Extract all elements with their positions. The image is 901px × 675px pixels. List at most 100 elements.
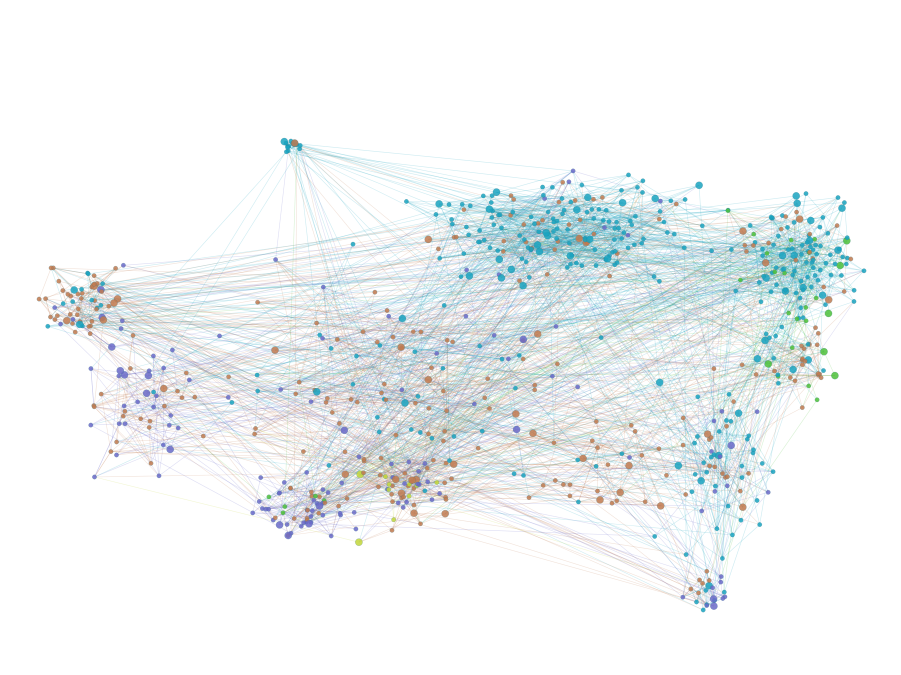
node (651, 274, 657, 279)
edge (528, 485, 544, 498)
edge (288, 146, 396, 480)
edge (323, 286, 520, 356)
edge (290, 140, 433, 439)
edge (403, 294, 823, 498)
node (453, 234, 459, 240)
edge (563, 344, 818, 485)
node (273, 257, 279, 263)
edge (493, 201, 559, 225)
edge (694, 443, 702, 481)
edge (53, 267, 741, 492)
edge (716, 431, 720, 529)
edge (436, 317, 804, 354)
edge (413, 275, 842, 332)
edge (345, 253, 618, 475)
edge (740, 252, 810, 521)
edge (553, 231, 607, 260)
edge (119, 263, 836, 424)
edge (322, 271, 775, 516)
edge (413, 460, 434, 514)
edge (708, 269, 783, 581)
edge (395, 433, 429, 480)
node (298, 523, 304, 529)
edge (742, 399, 818, 508)
edge (358, 483, 418, 543)
edge (585, 209, 600, 241)
node (699, 223, 705, 229)
node (325, 490, 331, 496)
node (695, 181, 703, 190)
edge (462, 204, 540, 233)
edge (81, 289, 115, 304)
edge (153, 392, 171, 450)
edge (388, 485, 409, 490)
node (263, 506, 269, 512)
edge (303, 358, 774, 523)
node (619, 187, 624, 193)
edge (484, 190, 622, 241)
node (799, 362, 805, 368)
edge (775, 267, 786, 292)
edge (257, 302, 388, 311)
edge (101, 235, 809, 395)
edge (91, 286, 450, 461)
edge (713, 420, 754, 454)
node (680, 442, 686, 448)
edge (701, 471, 774, 512)
node (639, 452, 645, 458)
edge (273, 499, 447, 521)
edge (572, 170, 758, 412)
node (683, 492, 689, 497)
edge (765, 333, 822, 378)
node (507, 265, 516, 274)
edge (374, 242, 769, 293)
edge (552, 249, 839, 377)
edge (287, 146, 498, 251)
node (792, 268, 797, 274)
edge (519, 235, 586, 241)
node (545, 209, 551, 215)
node (773, 265, 779, 271)
edge (275, 500, 314, 519)
edge (156, 395, 195, 398)
edge (544, 198, 635, 245)
edge (352, 384, 421, 524)
edge (491, 202, 803, 359)
edge (611, 502, 661, 507)
edge (177, 232, 547, 392)
edge (332, 258, 523, 413)
edge (439, 203, 604, 221)
edge (497, 234, 628, 251)
edge (384, 399, 455, 437)
edge (254, 333, 538, 435)
edge (91, 286, 480, 347)
edge (312, 510, 355, 513)
edge (609, 275, 824, 371)
edge (531, 248, 722, 583)
edge (484, 239, 793, 249)
edge (94, 451, 112, 478)
edge (595, 466, 655, 537)
node (619, 451, 625, 457)
edge (181, 372, 187, 398)
edge (94, 406, 125, 412)
edge (322, 338, 535, 391)
edge (401, 389, 483, 432)
edge (316, 232, 625, 504)
edge (431, 367, 597, 422)
edge (311, 421, 597, 497)
edge (607, 464, 661, 507)
node (56, 278, 62, 284)
node (451, 433, 457, 439)
node (418, 329, 424, 335)
edge (785, 193, 807, 292)
edge (286, 142, 845, 292)
node (505, 356, 511, 362)
edge (782, 255, 801, 309)
node (471, 401, 477, 407)
edge (392, 337, 434, 461)
node (408, 427, 414, 432)
edge (82, 309, 97, 327)
node (632, 428, 638, 434)
node (721, 589, 727, 595)
